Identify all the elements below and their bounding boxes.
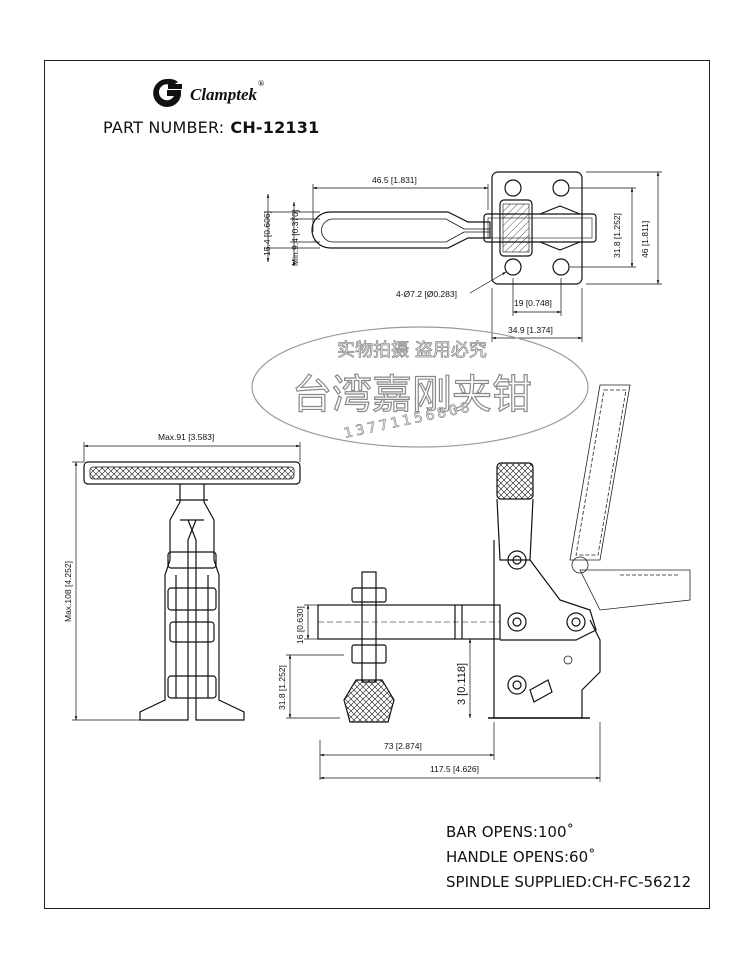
dim-top-length: 46.5 [1.831]	[372, 175, 417, 185]
dim-hole-spacing: 19 [0.748]	[514, 298, 552, 308]
clamptek-logo-icon	[153, 78, 182, 107]
watermark-line2: 台湾嘉刚夹钳	[292, 372, 532, 418]
watermark: 实物拍摄 盗用必究 台湾嘉刚夹钳 13771156808	[251, 326, 589, 448]
dim-top-min-width: Min.9.4 [0.370]	[290, 210, 300, 266]
dim-side-117-5: 117.5 [4.626]	[430, 764, 479, 774]
dim-side-31-8: 31.8 [1.252]	[277, 665, 287, 710]
dim-top-width: 15.4 [0.606]	[262, 211, 272, 256]
spec-bar-opens: BAR OPENS:100˚	[446, 823, 574, 841]
dim-hole-spec: 4-Ø7.2 [Ø0.283]	[396, 289, 457, 299]
registered-mark: ®	[258, 79, 265, 88]
spec-notes: BAR OPENS:100˚ HANDLE OPENS:60˚ SPINDLE …	[446, 820, 691, 895]
side-view-dimensions	[286, 604, 601, 782]
brand-name: Clamptek®	[190, 79, 265, 104]
part-number-label: PART NUMBER:	[103, 118, 225, 137]
part-number-line: PART NUMBER: CH-12131	[103, 118, 319, 138]
dim-base-height-total: 46 [1.811]	[640, 221, 650, 258]
dim-side-73: 73 [2.874]	[384, 741, 422, 751]
top-view-dimensions	[264, 171, 662, 342]
brand-logo: Clamptek®	[150, 76, 264, 110]
dim-front-max-height: Max.108 [4.252]	[63, 561, 73, 622]
spec-handle-opens: HANDLE OPENS:60˚	[446, 848, 596, 866]
spec-spindle-supplied: SPINDLE SUPPLIED:CH-FC-56212	[446, 873, 692, 891]
top-view	[311, 171, 597, 285]
watermark-line1: 实物拍摄 盗用必究	[337, 340, 487, 361]
dim-side-3: 3 [0.118]	[456, 663, 468, 705]
front-view-dimensions	[72, 442, 301, 721]
drawing-frame	[44, 60, 710, 909]
dim-base-width: 34.9 [1.374]	[508, 325, 553, 335]
side-view	[317, 384, 691, 723]
dim-front-max-width: Max.91 [3.583]	[158, 432, 214, 442]
part-number-value: CH-12131	[230, 118, 320, 137]
dim-base-height-small: 31.8 [1.252]	[612, 213, 622, 258]
front-view	[83, 461, 301, 721]
dim-side-16: 16 [0.630]	[295, 606, 305, 644]
